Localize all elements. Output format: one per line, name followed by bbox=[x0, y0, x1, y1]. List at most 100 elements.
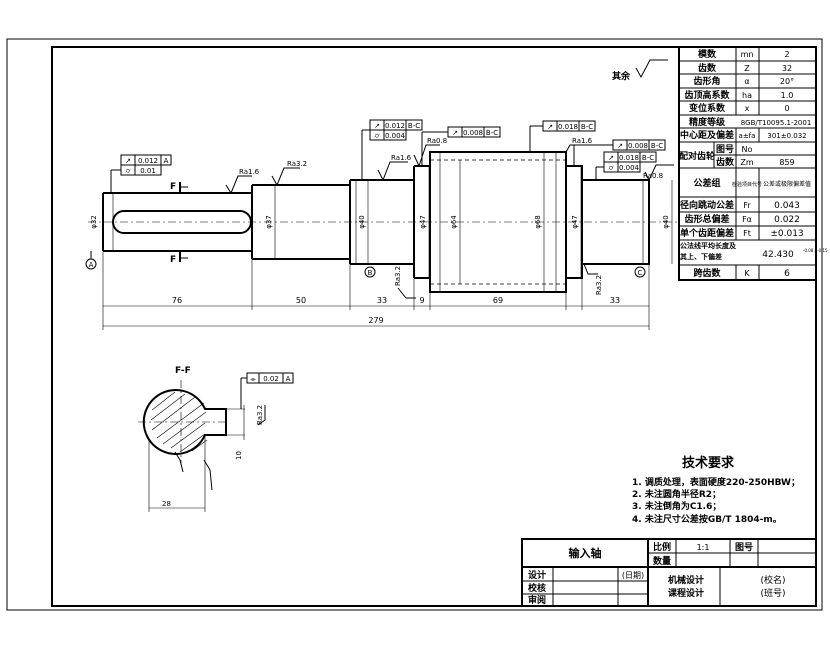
rest-label: 其余 bbox=[612, 70, 631, 82]
rough-r4: Ra0.8 bbox=[427, 137, 447, 145]
roughness-rest: 其余 bbox=[612, 59, 668, 82]
rough-r6: Ra1.6 bbox=[572, 137, 593, 145]
tol-t7: 0.008 bbox=[628, 142, 648, 150]
spec-val-addendum: 1.0 bbox=[781, 91, 794, 100]
dim-33a: 33 bbox=[377, 296, 387, 305]
keyway bbox=[112, 210, 252, 234]
datum-a: A bbox=[89, 261, 94, 269]
tol-t1: 0.012 bbox=[138, 157, 158, 165]
dim-dia40b: φ40 bbox=[662, 215, 670, 229]
section-profile bbox=[142, 389, 227, 455]
spec-name-module: 模数 bbox=[698, 48, 717, 60]
tol-t9: 0.004 bbox=[619, 164, 640, 172]
spec-tol-value-label: 公差或极限偏差值 bbox=[763, 180, 811, 188]
spec-sym-angle: α bbox=[744, 77, 749, 86]
svg-text:↗: ↗ bbox=[617, 142, 623, 150]
spec-mating-teeth-val: 859 bbox=[779, 158, 794, 167]
spec-runout-val: 0.043 bbox=[774, 201, 800, 211]
tech-item-1: 1. 调质处理，表面硬度220-250HBW； bbox=[632, 476, 800, 488]
spec-val-teeth: 32 bbox=[782, 64, 792, 73]
tb-course2: 课程设计 bbox=[668, 587, 704, 599]
spec-runout-sym: Fr bbox=[743, 201, 751, 210]
spec-name-grade: 精度等级 bbox=[689, 116, 726, 128]
tb-drawing-no-label: 图号 bbox=[735, 542, 753, 553]
roughness-marks: Ra1.6 Ra3.2 Ra1.6 Ra0.8 Ra3.2 Ra1.6 Ra0.… bbox=[225, 137, 674, 299]
spec-common-normal-dev: -0.08 / -0.15 bbox=[803, 248, 828, 253]
tech-item-3: 3. 未注倒角为C1.6； bbox=[632, 500, 721, 512]
datum-symbols: A B C bbox=[85, 251, 646, 278]
spec-tol-group: 公差组 bbox=[693, 177, 720, 189]
spec-val-module: 2 bbox=[784, 50, 789, 59]
spec-span-val: 6 bbox=[784, 269, 790, 279]
svg-text:↗: ↗ bbox=[125, 157, 131, 165]
spec-profile-val: 0.022 bbox=[774, 215, 800, 225]
dim-dia40a: φ40 bbox=[358, 215, 366, 229]
spec-val-angle: 20° bbox=[780, 77, 794, 86]
spec-mating-teeth-sym: Zm bbox=[740, 158, 753, 167]
tech-title: 技术要求 bbox=[682, 455, 735, 471]
spec-pitch-name: 单个齿距偏差 bbox=[680, 227, 734, 239]
spec-name-addendum: 齿顶高系数 bbox=[684, 89, 730, 101]
svg-text:↗: ↗ bbox=[547, 123, 553, 131]
diameter-labels: φ32 φ37 φ40 φ47 φ64 φ68 φ47 φ40 bbox=[90, 152, 673, 292]
spec-mating-label: 配对齿轮 bbox=[679, 150, 715, 162]
section-f-top: F bbox=[170, 182, 176, 192]
tech-item-2: 2. 未注圆角半径R2； bbox=[632, 488, 721, 500]
spec-mating-no-val: No bbox=[742, 145, 753, 154]
tol-t8: 0.018 bbox=[619, 154, 639, 162]
spec-val-grade: 8GB/T10095.1-2001 bbox=[741, 119, 812, 127]
rough-r5: Ra3.2 bbox=[394, 266, 402, 286]
tb-class: (班号) bbox=[760, 587, 785, 599]
dim-dia37a: φ37 bbox=[265, 215, 273, 229]
tol-t3: 0.012 bbox=[385, 122, 405, 130]
svg-text:⌭: ⌭ bbox=[374, 132, 379, 140]
svg-text:↗: ↗ bbox=[608, 154, 614, 162]
rough-r7: Ra0.8 bbox=[643, 172, 663, 180]
dim-9: 9 bbox=[419, 296, 424, 305]
tb-date-label: (日期) bbox=[622, 571, 644, 580]
inner-border bbox=[51, 46, 817, 607]
tol-t6-ref: B-C bbox=[581, 123, 593, 131]
dim-69: 69 bbox=[493, 296, 503, 305]
tol-t10: 0.02 bbox=[263, 375, 279, 383]
outer-border bbox=[6, 38, 823, 611]
tb-check-label: 校核 bbox=[528, 582, 546, 594]
section-f-bottom: F bbox=[170, 255, 176, 265]
dim-dia47b: φ47 bbox=[571, 215, 579, 229]
svg-text:↗: ↗ bbox=[452, 129, 458, 137]
gear-body bbox=[429, 151, 567, 293]
tech-item-4: 4. 未注尺寸公差按GB/T 1804-m。 bbox=[632, 513, 782, 525]
section-view: F-F ⌯ 0.02 A 10 Ra3.2 28 bbox=[138, 366, 294, 512]
spec-pitch-val: ±0.013 bbox=[770, 229, 803, 239]
spec-profile-name: 齿形总偏差 bbox=[684, 213, 729, 225]
tb-course1: 机械设计 bbox=[668, 574, 704, 586]
tol-t5-ref: B-C bbox=[486, 129, 498, 137]
tb-part-name: 输入轴 bbox=[569, 546, 602, 560]
section-title: F-F bbox=[175, 366, 191, 376]
tol-t5: 0.008 bbox=[463, 129, 483, 137]
length-dimensions: 76 50 33 9 69 33 279 bbox=[102, 251, 650, 330]
rough-r1: Ra1.6 bbox=[239, 168, 260, 176]
tb-school: (校名) bbox=[760, 574, 785, 586]
dim-total: 279 bbox=[368, 316, 383, 325]
shaft-main-view bbox=[88, 151, 678, 293]
tolerance-frames: ↗ 0.012 A ⌭ 0.01 ↗ 0.012 B-C ⌭ 0.004 ↗ 0… bbox=[110, 119, 666, 193]
dim-dia68: φ68 bbox=[534, 215, 542, 229]
tech-requirements: 技术要求 1. 调质处理，表面硬度220-250HBW； 2. 未注圆角半径R2… bbox=[632, 455, 800, 525]
tol-t2: 0.01 bbox=[140, 167, 156, 175]
tb-qty-label: 数量 bbox=[653, 555, 671, 567]
spec-profile-sym: Fα bbox=[742, 215, 752, 224]
tol-t4: 0.004 bbox=[385, 132, 406, 140]
datum-b: B bbox=[368, 269, 373, 277]
tol-t7-ref: B-C bbox=[651, 142, 663, 150]
spec-name-center: 中心距及偏差 bbox=[680, 129, 734, 141]
spec-runout-name: 径向跳动公差 bbox=[680, 199, 734, 211]
datum-c: C bbox=[638, 269, 643, 277]
spec-span-label: 跨齿数 bbox=[693, 267, 721, 279]
section-dim-10: 10 bbox=[235, 451, 243, 460]
spec-name-shift: 变位系数 bbox=[689, 102, 726, 114]
dim-dia64: φ64 bbox=[450, 215, 458, 229]
rough-r2: Ra3.2 bbox=[287, 160, 307, 168]
spec-tol-check: 检验项目代号 bbox=[732, 181, 762, 188]
tb-design-label: 设计 bbox=[528, 569, 546, 581]
